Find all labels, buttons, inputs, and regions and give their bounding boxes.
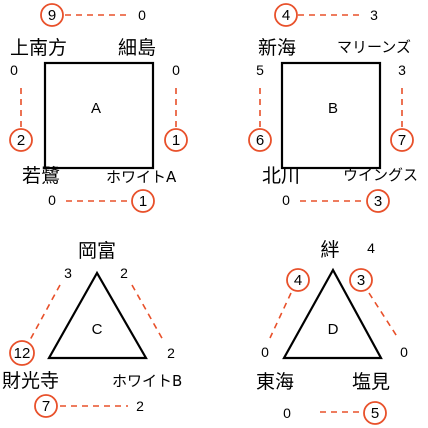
circled-score-b-top: 4 [282,7,290,24]
team-b-top-right: マリーンズ [337,38,411,56]
team-a-top-right: 細島 [118,37,156,59]
score-c-right-top: 2 [120,265,128,281]
score-c-left: 3 [64,265,72,281]
circled-score-d-right: 3 [357,272,365,289]
group-a-label: A [91,100,101,117]
circled-result-b-right [390,128,414,152]
score-d-left: 0 [261,344,269,360]
circled-result-d-bottom [363,401,387,425]
circled-result-d-right [349,268,373,292]
match-line-c-left [29,284,61,341]
team-d-top: 絆 [320,239,339,261]
score-a-right: 0 [172,62,180,78]
circled-result-b-bottom [366,189,390,213]
circled-score-b-right: 7 [398,132,406,149]
team-b-bottom-right: ウイングス [343,166,418,184]
group-b: B 新海 マリーンズ 北川 ウイングス 4 3 5 6 3 7 0 3 [248,3,418,213]
group-b-label: B [328,100,338,117]
group-d-label: D [328,321,339,338]
group-d: D 絆 4 東海 塩見 4 0 3 0 0 5 [256,239,408,425]
match-line-c-right [131,284,164,341]
team-d-bottom-right: 塩見 [352,371,390,393]
score-d-top: 4 [367,240,375,256]
circled-result-c-bottom [34,394,58,418]
score-d-bottom: 0 [283,405,291,421]
score-b-right: 3 [398,62,406,78]
team-b-top-left: 新海 [258,37,296,59]
group-a: A 上南方 細島 若鷺 ホワイトA 9 0 0 2 0 1 0 1 [9,3,188,213]
score-c-right-bottom: 2 [167,345,175,361]
score-d-right: 0 [400,344,408,360]
score-b-left: 5 [256,62,264,78]
team-a-bottom-left: 若鷺 [22,165,60,187]
circled-score-d-bottom: 5 [371,405,379,422]
team-c-bottom-right: ホワイトB [112,372,182,390]
team-d-bottom-left: 東海 [256,371,294,393]
circled-score-a-left: 2 [17,132,25,149]
group-c: C 岡富 財光寺 ホワイトB 3 12 2 2 7 2 [2,240,182,418]
circled-score-a-bottom: 1 [139,193,147,210]
circled-result-a-left [9,128,33,152]
circled-score-b-bottom: 3 [374,193,382,210]
circled-score-a-right: 1 [172,132,180,149]
team-c-bottom-left: 財光寺 [2,370,59,392]
group-d-triangle [282,267,383,360]
circled-result-b-left [248,128,272,152]
circled-score-d-left: 4 [294,272,302,289]
team-a-top-left: 上南方 [10,37,67,59]
score-b-top: 3 [370,7,378,23]
score-b-bottom: 0 [282,192,290,208]
match-line-d-left [269,292,292,339]
score-a-top: 0 [138,7,146,23]
circled-result-a-right [164,128,188,152]
team-a-bottom-right: ホワイトA [106,168,177,186]
group-c-triangle [47,270,148,360]
circled-result-d-left [286,268,310,292]
team-c-top: 岡富 [78,240,116,262]
score-a-bottom: 0 [48,192,56,208]
circled-score-b-left: 6 [256,132,264,149]
group-a-square [43,61,155,170]
group-c-label: C [92,321,103,338]
circled-result-a-top [40,3,64,27]
circled-result-b-top [274,3,298,27]
circled-score-c-left: 12 [14,345,31,362]
score-c-bottom: 2 [136,398,144,414]
circled-result-c-left [9,340,35,366]
group-b-square [280,61,382,170]
circled-score-a-top: 9 [48,7,56,24]
team-b-bottom-left: 北川 [262,165,300,187]
score-a-left: 0 [10,62,18,78]
circled-result-a-bottom [131,189,155,213]
circled-score-c-bottom: 7 [42,398,50,415]
match-line-d-right [368,292,399,339]
